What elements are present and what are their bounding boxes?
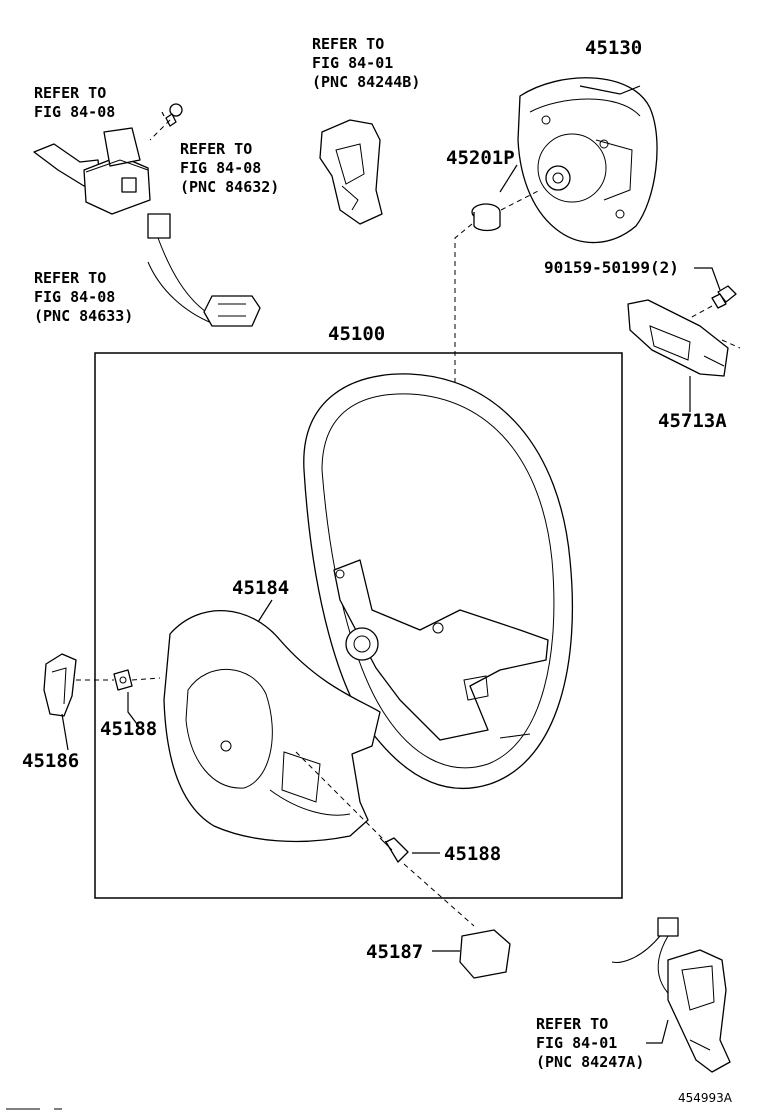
paddle-switch-bottom-right-illustration[interactable] xyxy=(611,917,731,1073)
callout-45188-left: 45188 xyxy=(100,718,157,740)
screw-45188-left-illustration[interactable] xyxy=(113,669,133,691)
reference-note-mid-left: REFER TO FIG 84-08 (PNC 84632) xyxy=(180,140,279,196)
horn-button-assembly-illustration[interactable] xyxy=(517,77,658,244)
callout-45187: 45187 xyxy=(366,941,423,963)
callout-45186: 45186 xyxy=(22,750,79,772)
reference-note-top-center: REFER TO FIG 84-01 (PNC 84244B) xyxy=(312,35,420,91)
screw-90159-illustration[interactable] xyxy=(711,285,737,309)
callout-90159-50199: 90159-50199(2) xyxy=(544,258,679,277)
callout-45201p: 45201P xyxy=(446,147,515,169)
side-cover-45186-illustration[interactable] xyxy=(43,653,77,717)
svg-text:FIG 84-08: FIG 84-08 xyxy=(180,159,261,177)
svg-text:FIG 84-01: FIG 84-01 xyxy=(536,1034,617,1052)
screw-45188-bottom-illustration[interactable] xyxy=(379,837,409,863)
svg-text:(PNC 84633): (PNC 84633) xyxy=(34,307,133,325)
reference-note-top-left: REFER TO FIG 84-08 xyxy=(34,84,115,121)
callout-45713a: 45713A xyxy=(658,410,727,432)
svg-text:REFER TO: REFER TO xyxy=(34,269,106,287)
svg-text:REFER TO: REFER TO xyxy=(180,140,252,158)
steering-wheel-illustration[interactable] xyxy=(303,373,574,789)
callout-45100: 45100 xyxy=(328,323,385,345)
reference-note-left-lower: REFER TO FIG 84-08 (PNC 84633) xyxy=(34,269,133,325)
combination-switch-illustration[interactable] xyxy=(33,127,261,327)
spacer-45201p-illustration[interactable] xyxy=(471,203,501,232)
svg-text:(PNC 84244B): (PNC 84244B) xyxy=(312,73,420,91)
svg-text:(PNC 84247A): (PNC 84247A) xyxy=(536,1053,644,1071)
svg-text:FIG 84-08: FIG 84-08 xyxy=(34,103,115,121)
callout-45188-bottom: 45188 xyxy=(444,843,501,865)
bracket-45713a-illustration[interactable] xyxy=(627,299,729,377)
screw-top-left[interactable] xyxy=(165,103,183,127)
steering-pad-switch-illustration[interactable] xyxy=(319,119,383,225)
svg-text:(PNC 84632): (PNC 84632) xyxy=(180,178,279,196)
svg-text:REFER TO: REFER TO xyxy=(536,1015,608,1033)
figure-id: 454993A xyxy=(678,1091,733,1105)
lower-cover-45184-illustration[interactable] xyxy=(163,610,381,843)
steering-wheel-assembly-frame xyxy=(94,352,623,899)
reference-note-bottom-right: REFER TO FIG 84-01 (PNC 84247A) xyxy=(536,1015,644,1071)
callout-45130: 45130 xyxy=(585,37,642,59)
svg-text:REFER TO: REFER TO xyxy=(312,35,384,53)
callout-45184: 45184 xyxy=(232,577,289,599)
cap-45187-illustration[interactable] xyxy=(459,929,511,979)
svg-text:FIG 84-01: FIG 84-01 xyxy=(312,54,393,72)
svg-text:REFER TO: REFER TO xyxy=(34,84,106,102)
svg-text:FIG 84-08: FIG 84-08 xyxy=(34,288,115,306)
